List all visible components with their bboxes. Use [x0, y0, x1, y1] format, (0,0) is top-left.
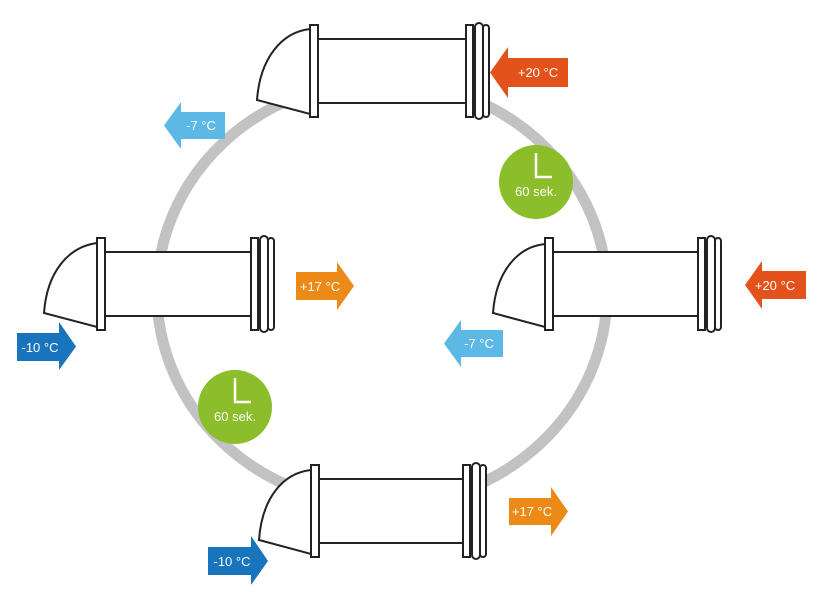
flange-right-1 — [697, 237, 706, 331]
flange-top-2 — [474, 22, 484, 120]
arrow-top-inflow: +20 °C — [490, 47, 568, 98]
ventilator-unit-bottom — [257, 462, 487, 560]
flange-bottom-2 — [471, 462, 481, 560]
flange-left-1 — [250, 237, 259, 331]
arrow-right-inflow: +20 °C — [745, 261, 806, 309]
collar-left — [96, 237, 106, 331]
arrow-bottom-inflow: -10 °C — [208, 536, 268, 585]
arrow-label: +20 °C — [755, 278, 795, 293]
flange-right-2 — [706, 235, 716, 333]
tube-bottom — [318, 478, 464, 544]
timer-label-bottom: 60 sek. — [214, 409, 256, 424]
flange-bottom-1 — [462, 464, 471, 558]
arrow-label: +17 °C — [512, 504, 552, 519]
tube-right — [552, 251, 699, 317]
flange-left-2 — [259, 235, 269, 333]
ventilator-unit-left — [42, 235, 275, 333]
clock-hands-icon — [233, 378, 251, 404]
arrow-left-outflow: +17 °C — [296, 262, 354, 310]
hood-right — [491, 242, 546, 329]
hood-bottom — [257, 468, 312, 556]
timer-badge-bottom: 60 sek. — [198, 370, 272, 444]
arrow-label: -10 °C — [214, 554, 251, 569]
flange-left-3 — [267, 237, 275, 331]
clock-hands-icon — [534, 153, 552, 179]
tube-top — [317, 38, 467, 104]
arrow-label: -7 °C — [186, 118, 216, 133]
hood-left — [42, 241, 98, 329]
flange-top-3 — [482, 24, 490, 118]
timer-badge-top: 60 sek. — [499, 145, 573, 219]
ventilator-unit-top — [255, 22, 490, 120]
arrow-label: -10 °C — [22, 340, 59, 355]
arrow-left-inflow: -10 °C — [17, 322, 76, 370]
arrow-bottom-outflow: +17 °C — [509, 487, 568, 536]
arrow-top-outflow: -7 °C — [164, 102, 225, 149]
flange-right-3 — [714, 237, 722, 331]
timer-label-top: 60 sek. — [515, 184, 557, 199]
collar-bottom — [310, 464, 320, 558]
collar-right — [544, 237, 554, 331]
arrow-label: -7 °C — [464, 336, 494, 351]
arrow-right-outflow: -7 °C — [444, 320, 503, 367]
flange-top-1 — [465, 24, 474, 118]
flange-bottom-3 — [479, 464, 487, 558]
collar-top — [309, 24, 319, 118]
arrow-label: +20 °C — [518, 65, 558, 80]
tube-left — [104, 251, 252, 317]
ventilator-unit-right — [491, 235, 722, 333]
hood-top — [255, 27, 311, 116]
arrow-label: +17 °C — [300, 279, 340, 294]
